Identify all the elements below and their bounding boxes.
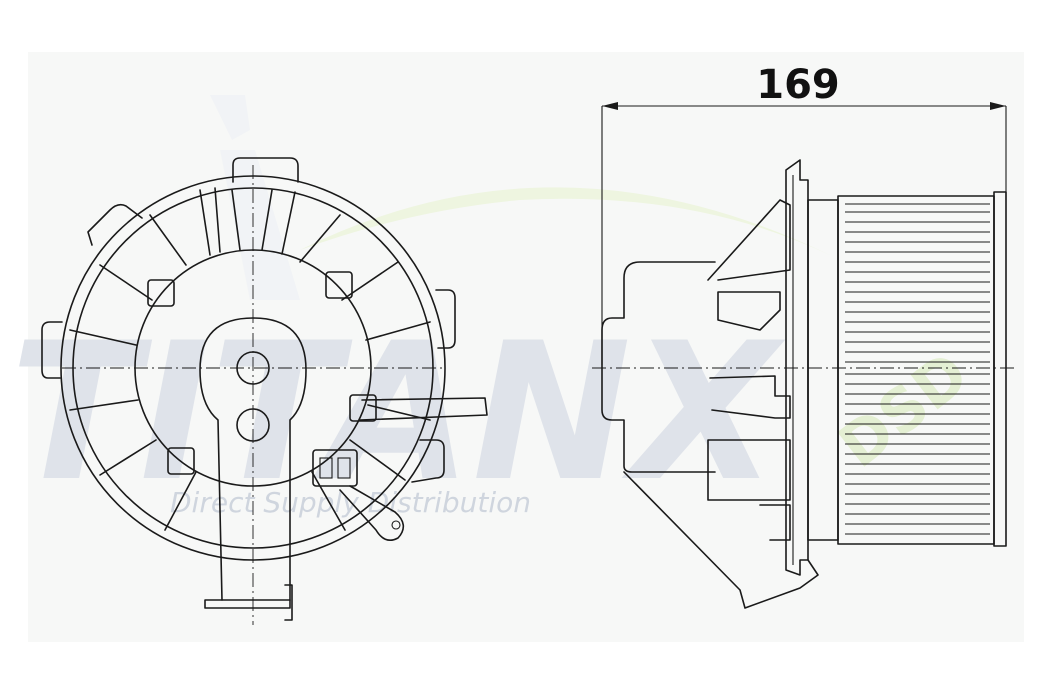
fan-wheel <box>807 191 1007 547</box>
fan-inner-ring <box>134 249 372 487</box>
mounting-tabs <box>41 157 456 483</box>
mount-hole-lower <box>236 408 270 442</box>
watermark-figure <box>210 95 300 300</box>
motor-shaft-hole <box>236 351 270 385</box>
inner-housing-ring <box>72 187 434 549</box>
housing-lower-slope <box>623 471 819 609</box>
fan-clips <box>147 271 377 475</box>
watermark-swoosh <box>300 187 840 260</box>
electrical-connector <box>312 449 405 541</box>
front-view <box>41 157 488 625</box>
side-view: 169 <box>592 62 1018 609</box>
outer-housing-ring <box>60 175 446 561</box>
motor-mount-body <box>199 317 307 601</box>
outlet-flange <box>204 584 293 621</box>
dimension-label: 169 <box>756 62 840 108</box>
mounting-plate <box>785 159 809 576</box>
side-lever <box>359 397 488 421</box>
internal-brackets <box>707 199 791 541</box>
fan-blades <box>69 187 431 531</box>
dimension-169: 169 <box>601 62 1007 365</box>
fan-wheel-fins <box>845 203 990 535</box>
motor-housing <box>601 261 716 473</box>
